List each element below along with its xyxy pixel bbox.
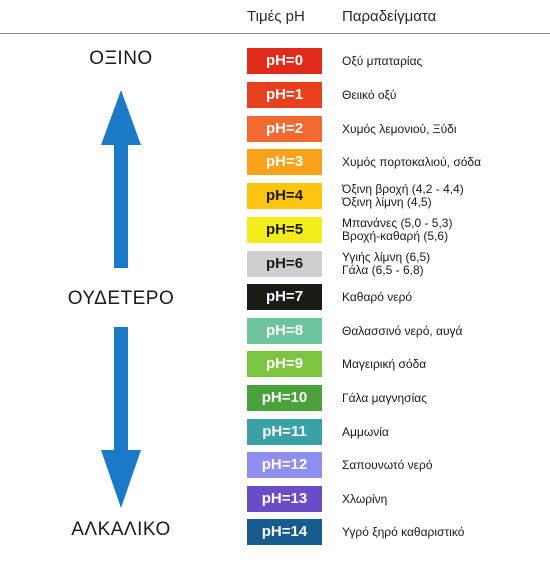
down-arrow-icon — [101, 327, 141, 508]
example-line: Μαγειρική σόδα — [342, 356, 427, 371]
example-line: Θαλασσινό νερό, αυγά — [342, 323, 463, 338]
ph-row: pH=7 Καθαρό νερό — [247, 284, 547, 310]
example-line: Οξύ μπαταρίας — [342, 53, 423, 68]
ph-row: pH=13 Χλωρίνη — [247, 486, 547, 512]
ph-values-header: Τιμές pH — [247, 8, 305, 25]
ph-value-box: pH=4 — [247, 183, 322, 209]
up-arrow-icon — [101, 90, 141, 268]
ph-value-box: pH=11 — [247, 419, 322, 445]
ph-example: Μπανάνες (5,0 - 5,3)Βροχή-καθαρή (5,6) — [342, 217, 547, 243]
example-line: Γάλα μαγνησίας — [342, 390, 427, 405]
ph-row: pH=14 Υγρό ξηρό καθαριστικό — [247, 519, 547, 545]
header-divider — [0, 33, 550, 34]
example-line: Υγρό ξηρό καθαριστικό — [342, 524, 465, 539]
ph-value-box: pH=9 — [247, 351, 322, 377]
ph-example: Σαπουνωτό νερό — [342, 452, 547, 478]
ph-row: pH=11 Αμμωνία — [247, 419, 547, 445]
example-line: Καθαρό νερό — [342, 289, 413, 304]
alkaline-label: ΑΛΚΑΛΙΚΟ — [71, 519, 171, 540]
ph-example: Όξινη βροχή (4,2 - 4,4)Όξινη λίμνη (4,5) — [342, 183, 547, 209]
ph-row: pH=9 Μαγειρική σόδα — [247, 351, 547, 377]
ph-example: Χυμός πορτοκαλιού, σόδα — [342, 149, 547, 175]
ph-value-box: pH=12 — [247, 452, 322, 478]
ph-value-box: pH=8 — [247, 318, 322, 344]
ph-example: Υγρό ξηρό καθαριστικό — [342, 519, 547, 545]
ph-row: pH=10 Γάλα μαγνησίας — [247, 385, 547, 411]
ph-value-box: pH=7 — [247, 284, 322, 310]
ph-value-box: pH=13 — [247, 486, 322, 512]
ph-value-box: pH=6 — [247, 251, 322, 277]
example-line: Γάλα (6,5 - 6,8) — [342, 263, 424, 277]
ph-example: Υγιής λίμνη (6,5)Γάλα (6,5 - 6,8) — [342, 251, 547, 277]
ph-example: Αμμωνία — [342, 419, 547, 445]
example-line: Βροχή-καθαρή (5,6) — [342, 229, 449, 243]
ph-row: pH=12 Σαπουνωτό νερό — [247, 452, 547, 478]
example-line: Χλωρίνη — [342, 491, 388, 506]
example-line: Μπανάνες (5,0 - 5,3) — [342, 216, 453, 230]
example-line: Όξινη βροχή (4,2 - 4,4) — [342, 182, 464, 196]
ph-example: Χυμός λεμονιού, Ξύδι — [342, 116, 547, 142]
ph-value-box: pH=1 — [247, 82, 322, 108]
ph-example: Θαλασσινό νερό, αυγά — [342, 318, 547, 344]
ph-example: Μαγειρική σόδα — [342, 351, 547, 377]
example-line: Χυμός πορτοκαλιού, σόδα — [342, 154, 482, 169]
example-line: Σαπουνωτό νερό — [342, 457, 433, 472]
ph-value-box: pH=5 — [247, 217, 322, 243]
neutral-label: ΟΥΔΕΤΕΡΟ — [67, 288, 175, 309]
ph-value-box: pH=0 — [247, 48, 322, 74]
ph-value-box: pH=10 — [247, 385, 322, 411]
ph-row: pH=0 Οξύ μπαταρίας — [247, 48, 547, 74]
examples-header: Παραδείγματα — [342, 8, 437, 25]
ph-row: pH=8 Θαλασσινό νερό, αυγά — [247, 318, 547, 344]
ph-row: pH=5 Μπανάνες (5,0 - 5,3)Βροχή-καθαρή (5,… — [247, 217, 547, 243]
ph-value-box: pH=2 — [247, 116, 322, 142]
example-line: Όξινη λίμνη (4,5) — [342, 195, 432, 209]
example-line: Θειικό οξύ — [342, 87, 397, 102]
ph-value-box: pH=3 — [247, 149, 322, 175]
example-line: Χυμός λεμονιού, Ξύδι — [342, 121, 457, 136]
ph-row: pH=2 Χυμός λεμονιού, Ξύδι — [247, 116, 547, 142]
ph-example: Θειικό οξύ — [342, 82, 547, 108]
ph-value-box: pH=14 — [247, 519, 322, 545]
example-line: Αμμωνία — [342, 424, 389, 439]
example-line: Υγιής λίμνη (6,5) — [342, 250, 431, 264]
ph-example: Χλωρίνη — [342, 486, 547, 512]
ph-row: pH=1 Θειικό οξύ — [247, 82, 547, 108]
ph-row: pH=4 Όξινη βροχή (4,2 - 4,4)Όξινη λίμνη (… — [247, 183, 547, 209]
ph-example: Καθαρό νερό — [342, 284, 547, 310]
acid-label: ΟΞΙΝΟ — [89, 48, 153, 69]
ph-example: Γάλα μαγνησίας — [342, 385, 547, 411]
ph-row: pH=3 Χυμός πορτοκαλιού, σόδα — [247, 149, 547, 175]
ph-row: pH=6 Υγιής λίμνη (6,5)Γάλα (6,5 - 6,8) — [247, 251, 547, 277]
ph-example: Οξύ μπαταρίας — [342, 48, 547, 74]
